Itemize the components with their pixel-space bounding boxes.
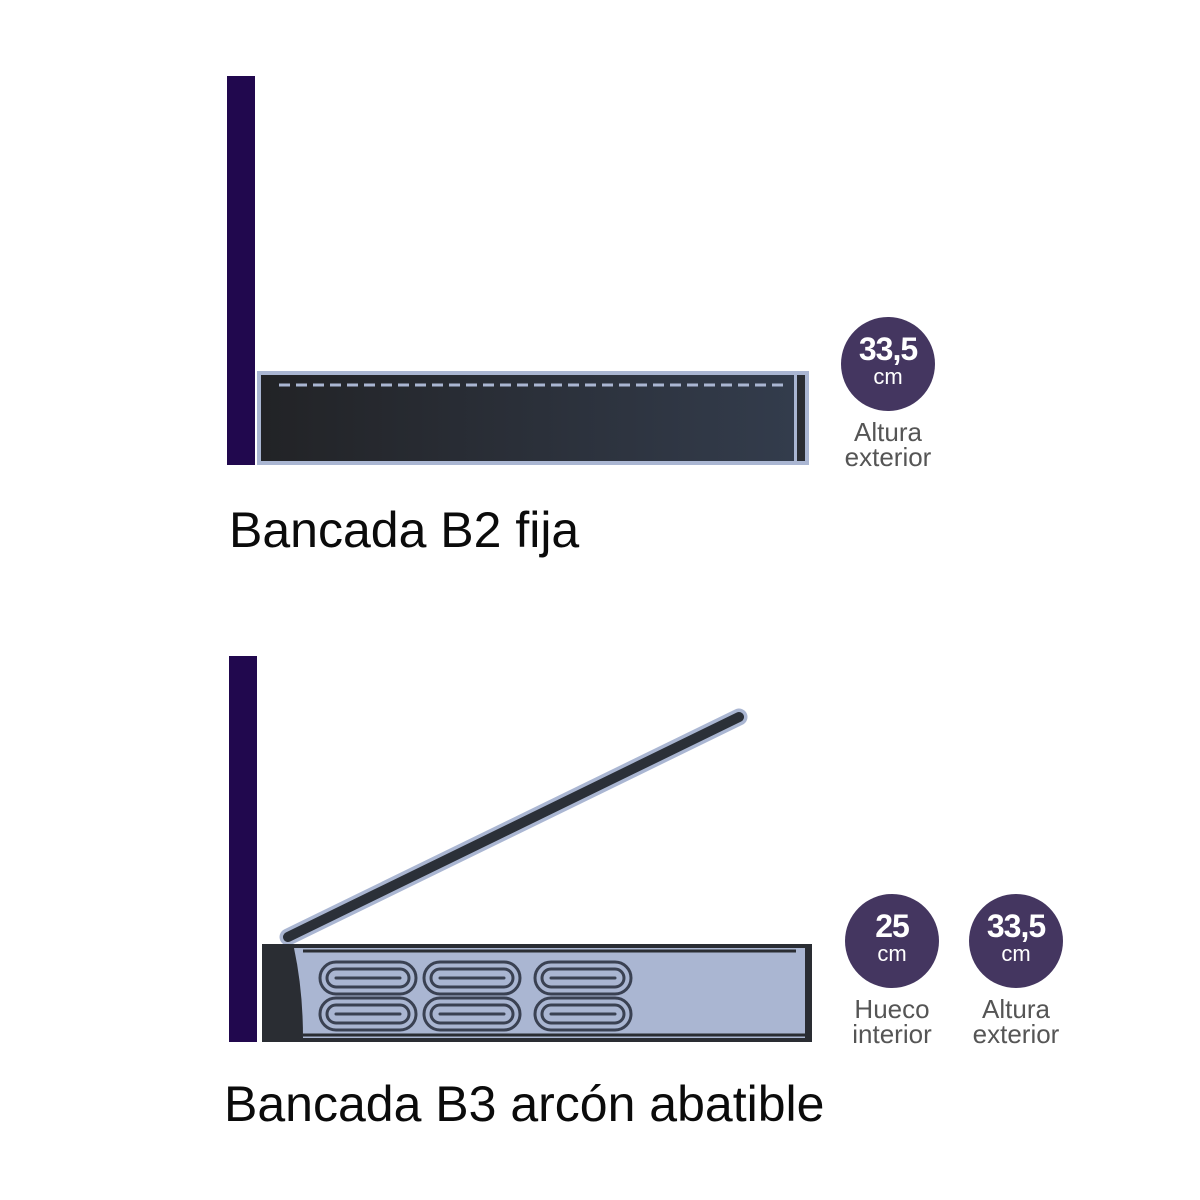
b3-headboard-icon <box>229 656 257 1042</box>
caption-line: Altura <box>982 994 1050 1024</box>
badge-b3-hueco-interior: 25 cm <box>845 894 939 988</box>
badge-value: 25 <box>875 908 910 944</box>
badge-b3-altura-exterior: 33,5 cm <box>969 894 1063 988</box>
storage-coil <box>533 960 633 996</box>
b2-bed-base-icon <box>257 371 809 465</box>
badge-unit: cm <box>873 364 903 389</box>
b2-headboard-icon <box>227 76 255 465</box>
badge-b2-altura-exterior: 33,5 cm <box>841 317 935 411</box>
badge-value: 33,5 <box>986 908 1046 944</box>
title-b2: Bancada B2 fija <box>229 502 580 558</box>
title-b3: Bancada B3 arcón abatible <box>224 1076 825 1132</box>
caption-line: interior <box>852 1019 932 1049</box>
storage-coil <box>533 996 633 1032</box>
b2-illustration <box>227 76 809 465</box>
storage-coil <box>318 960 418 996</box>
badge-value: 33,5 <box>858 331 918 367</box>
caption-b2-altura-exterior: Altura exterior <box>818 417 958 472</box>
badge-unit: cm <box>1001 941 1031 966</box>
b3-storage-coil-icon <box>318 960 633 1032</box>
caption-line: Altura <box>854 417 922 447</box>
badge-unit: cm <box>877 941 907 966</box>
storage-coil <box>422 960 522 996</box>
storage-coil <box>318 996 418 1032</box>
caption-line: exterior <box>972 1019 1060 1049</box>
b3-illustration <box>229 656 812 1042</box>
storage-coil <box>422 996 522 1032</box>
caption-line: exterior <box>844 442 932 472</box>
b3-lid-icon <box>279 708 748 946</box>
caption-b3-hueco-interior: Hueco interior <box>822 994 962 1049</box>
caption-b3-altura-exterior: Altura exterior <box>946 994 1086 1049</box>
caption-line: Hueco <box>854 994 930 1024</box>
